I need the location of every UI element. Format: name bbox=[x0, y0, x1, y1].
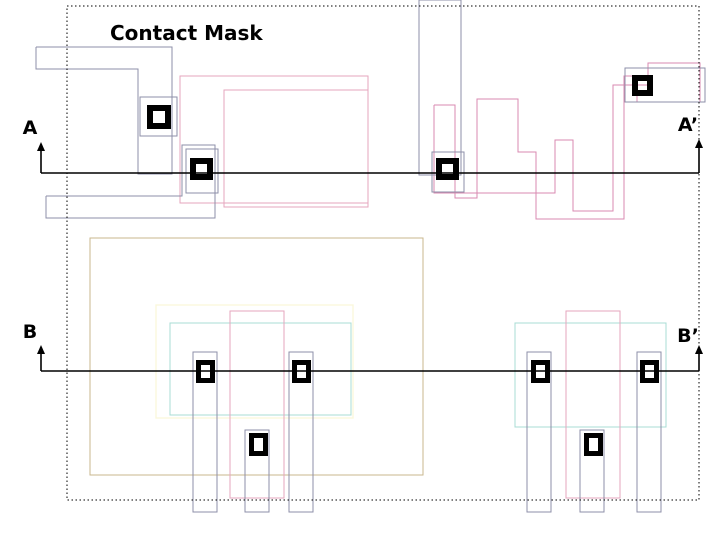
poly-finger-br-3 bbox=[636, 351, 662, 513]
contact-b2 bbox=[292, 360, 311, 383]
contact-a3 bbox=[436, 158, 459, 180]
poly-shape-upper-left bbox=[35, 46, 173, 175]
slate-poly-layer-group bbox=[35, 0, 706, 513]
contact-b4 bbox=[531, 360, 550, 383]
contact-b3 bbox=[249, 433, 268, 456]
contact-b6 bbox=[584, 433, 603, 456]
cut-line-a-arrow-head-1 bbox=[695, 139, 703, 148]
pale-yellow-layer-group bbox=[155, 304, 354, 419]
poly-contact-box-2 bbox=[185, 148, 219, 194]
implant-box-bottom-left bbox=[155, 304, 354, 419]
contacts-group bbox=[147, 75, 659, 456]
metal-box-bl-vertical bbox=[229, 310, 285, 499]
contact-a1 bbox=[147, 105, 171, 129]
contact-b1 bbox=[196, 360, 215, 383]
poly-finger-bl-2 bbox=[244, 429, 270, 513]
page-title: Contact Mask bbox=[110, 21, 263, 45]
contact-a2 bbox=[190, 158, 213, 180]
nwell-box-bottom-right bbox=[514, 322, 667, 428]
poly-contact-box-4 bbox=[624, 67, 706, 103]
poly-contact-box-1 bbox=[139, 96, 178, 137]
chip-boundary bbox=[66, 5, 700, 501]
metal-box-br-vertical bbox=[565, 310, 621, 499]
pwell-box-bottom-left bbox=[89, 237, 424, 476]
poly-contact-box-3 bbox=[431, 151, 465, 193]
contact-b5 bbox=[640, 360, 659, 383]
cut-line-a-arrow-head-0 bbox=[37, 142, 45, 151]
cut-line-b-arrow-head-0 bbox=[37, 345, 45, 354]
poly-finger-br-1 bbox=[526, 351, 552, 513]
cut-line-b-arrow-head-1 bbox=[695, 345, 703, 354]
tan-layer-group bbox=[89, 237, 424, 476]
contact-a4 bbox=[632, 75, 653, 96]
poly-finger-br-2 bbox=[579, 429, 605, 513]
cut-label-a-prime: A’ bbox=[678, 114, 698, 136]
poly-finger-bl-1 bbox=[192, 351, 218, 513]
teal-layer-group bbox=[169, 322, 667, 428]
cut-lines-group bbox=[37, 139, 703, 372]
nwell-box-bottom-left bbox=[169, 322, 352, 416]
cut-label-a: A bbox=[23, 117, 38, 139]
metal-box-inner-left bbox=[223, 89, 369, 208]
poly-finger-bl-3 bbox=[288, 351, 314, 513]
poly-shape-lower-left bbox=[45, 144, 216, 219]
cut-label-b: B bbox=[23, 321, 37, 343]
cut-label-b-prime: B’ bbox=[677, 325, 699, 347]
